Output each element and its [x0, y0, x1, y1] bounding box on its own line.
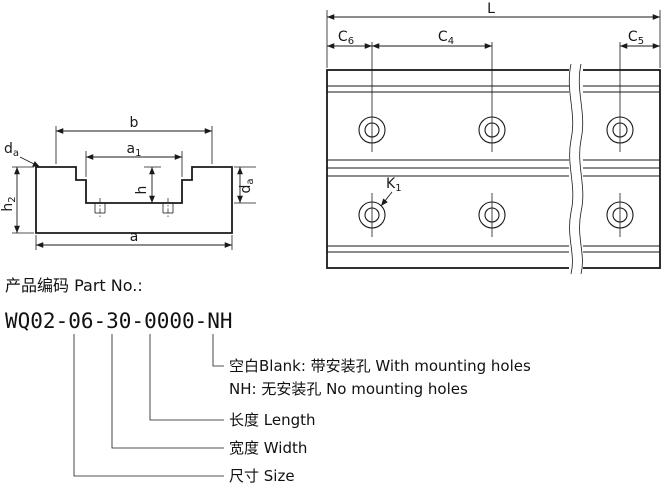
dim-label-L: L — [487, 1, 495, 17]
mounting-hole — [358, 116, 386, 144]
dim-label-C6: C6 — [338, 29, 354, 47]
da-leader-line — [19, 156, 41, 168]
hole-centerlines — [371, 42, 621, 237]
mounting-hole-inner — [612, 207, 628, 223]
mounting-hole-inner — [364, 207, 380, 223]
dim-C6: C6 — [327, 29, 372, 49]
mounting-hole — [606, 201, 634, 229]
k1-leader-line — [380, 191, 393, 207]
callout-line-length — [149, 334, 224, 421]
part-no-code: WQ02-06-30-0000-NH — [5, 309, 233, 333]
dim-label-K1: K1 — [386, 176, 402, 194]
dim-da-right: da — [234, 166, 256, 204]
break-line — [578, 63, 584, 275]
dim-label-b: b — [130, 115, 139, 131]
dim-da-left: da — [4, 141, 41, 168]
dim-label-da-right: da — [238, 178, 256, 193]
part-number-legend: 产品编码 Part No.: WQ02-06-30-0000-NH 空白Blan… — [5, 276, 531, 485]
dim-label-C4: C4 — [438, 29, 454, 47]
callout-line-size — [73, 334, 224, 477]
callout-line-nh — [212, 334, 224, 367]
legend-length: 长度 Length — [229, 411, 316, 429]
mounting-holes — [358, 116, 634, 229]
dim-label-a1: a1 — [127, 141, 142, 159]
plan-view: L C6 C4 C5 K1 — [326, 1, 661, 275]
part-no-heading: 产品编码 Part No.: — [5, 276, 143, 295]
screw-hole-mark — [162, 198, 174, 219]
dim-K1: K1 — [380, 176, 402, 207]
mounting-hole — [478, 116, 506, 144]
section-outline — [35, 166, 233, 234]
mounting-hole — [478, 201, 506, 229]
mounting-hole — [358, 201, 386, 229]
break-line — [568, 63, 574, 275]
dim-L: L — [326, 1, 661, 68]
legend-blank-line1: 空白Blank: 带安装孔 With mounting holes — [229, 357, 531, 375]
mounting-hole-inner — [484, 207, 500, 223]
legend-blank-line2: NH: 无安装孔 No mounting holes — [229, 380, 468, 398]
dim-label-C5: C5 — [628, 29, 644, 47]
legend-width: 宽度 Width — [229, 439, 307, 457]
dim-a: a — [35, 229, 233, 250]
dim-h2: h2 — [0, 166, 34, 234]
dim-h: h — [134, 166, 161, 203]
legend-size: 尺寸 Size — [229, 467, 295, 485]
mounting-hole-inner — [484, 122, 500, 138]
mounting-hole-inner — [364, 122, 380, 138]
screw-hole-mark — [94, 198, 106, 219]
groove-lines — [327, 85, 660, 253]
mounting-hole-inner — [612, 122, 628, 138]
dim-label-h2: h2 — [0, 196, 18, 211]
rail-outline — [326, 69, 661, 269]
mounting-hole — [606, 116, 634, 144]
dim-b: b — [55, 115, 213, 164]
dim-label-h: h — [134, 186, 150, 195]
dim-C4: C4 — [372, 29, 492, 49]
dim-a1: a1 — [85, 141, 183, 177]
dim-label-da-left: da — [4, 141, 19, 159]
section-view: b a1 a h2 h — [0, 115, 256, 250]
callout-line-width — [111, 334, 224, 449]
dim-label-a: a — [130, 229, 139, 245]
dim-C5: C5 — [620, 29, 660, 49]
